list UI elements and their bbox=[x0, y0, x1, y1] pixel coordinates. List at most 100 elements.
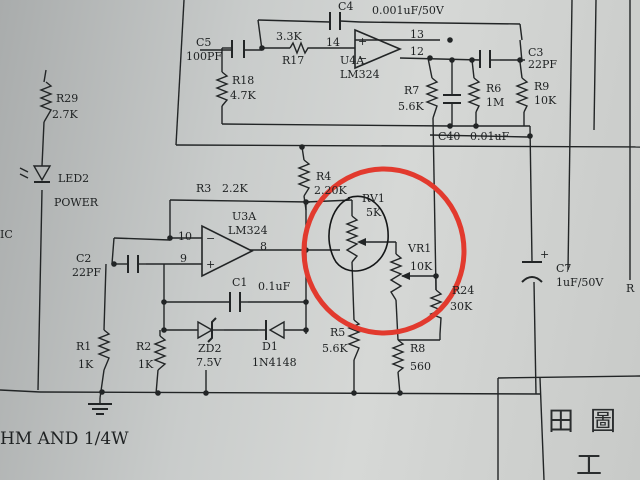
capacitor-c2 bbox=[127, 255, 146, 273]
capacitor-c7: + bbox=[521, 248, 549, 283]
junction-dots bbox=[99, 37, 533, 396]
op-amps: + − − + bbox=[201, 28, 403, 278]
potentiometer-vr1 bbox=[389, 253, 403, 301]
label-r4: R4 bbox=[316, 170, 331, 183]
label-rv1: RV1 bbox=[362, 192, 385, 205]
label-vr1: VR1 bbox=[407, 242, 431, 255]
resistor-r1 bbox=[97, 329, 111, 371]
label-c3-value: 22PF bbox=[528, 58, 557, 71]
label-r6: R6 bbox=[486, 82, 501, 95]
label-c40: C40 bbox=[438, 130, 460, 143]
diodes bbox=[19, 165, 285, 343]
capacitor-c5 bbox=[231, 40, 245, 58]
resistor-r8 bbox=[391, 339, 405, 373]
led2-symbol bbox=[19, 165, 52, 183]
label-r1: R1 bbox=[76, 340, 91, 353]
resistor-r4 bbox=[297, 159, 311, 197]
label-r-fragment: R bbox=[626, 282, 635, 295]
capacitor-c40 bbox=[443, 94, 461, 104]
zener-zd2 bbox=[197, 317, 224, 343]
handdrawn-circle-rv1 bbox=[328, 195, 389, 272]
label-pin13: 13 bbox=[410, 28, 424, 41]
label-zd2: ZD2 bbox=[198, 342, 221, 355]
label-u4a: U4A bbox=[340, 54, 365, 67]
capacitor-c4 bbox=[329, 12, 361, 30]
label-r29-value: 2.7K bbox=[52, 108, 78, 121]
label-r8: R8 bbox=[410, 342, 425, 355]
title-block-char-2: 圖 bbox=[590, 407, 616, 437]
label-power: POWER bbox=[54, 196, 99, 209]
label-r29: R29 bbox=[56, 92, 78, 105]
svg-text:+: + bbox=[540, 248, 549, 261]
label-r3: R3 bbox=[196, 182, 211, 195]
svg-text:−: − bbox=[358, 52, 367, 65]
label-c2: C2 bbox=[76, 252, 91, 265]
label-c40-value: 0.01uF bbox=[470, 130, 510, 143]
vr1-wiper-arrow bbox=[401, 272, 410, 280]
resistor-r24 bbox=[429, 289, 443, 335]
label-c3: C3 bbox=[528, 46, 543, 59]
opamp-u3a bbox=[201, 224, 254, 278]
label-r6-value: 1M bbox=[486, 96, 504, 109]
label-pin9: 9 bbox=[180, 252, 187, 265]
title-block-char-1: 田 bbox=[548, 407, 574, 437]
label-ic-fragment: IC bbox=[0, 228, 13, 241]
label-rv1-value: 5K bbox=[366, 206, 382, 219]
svg-text:−: − bbox=[206, 232, 215, 245]
footer-note: HM AND 1/4W bbox=[0, 429, 129, 449]
label-r17-value: 3.3K bbox=[276, 30, 302, 43]
label-c5-value: 100PF bbox=[186, 50, 222, 63]
label-r3-value: 2.2K bbox=[222, 182, 248, 195]
label-c2-value: 22PF bbox=[72, 266, 101, 279]
label-zd2-value: 7.5V bbox=[196, 356, 222, 369]
label-r2: R2 bbox=[136, 340, 151, 353]
label-r24-value: 30K bbox=[450, 300, 473, 313]
label-r2-value: 1K bbox=[138, 358, 154, 371]
label-d1-value: 1N4148 bbox=[252, 356, 297, 369]
capacitor-c3 bbox=[479, 50, 500, 68]
label-r9: R9 bbox=[534, 80, 549, 93]
label-u3a: U3A bbox=[232, 210, 257, 223]
label-c1-value: 0.1uF bbox=[258, 280, 291, 293]
potentiometer-rv1 bbox=[345, 215, 359, 263]
opamp-u4a bbox=[354, 28, 403, 70]
label-c1: C1 bbox=[232, 276, 247, 289]
label-r1-value: 1K bbox=[78, 358, 94, 371]
resistor-r18 bbox=[215, 71, 229, 107]
label-r24: R24 bbox=[452, 284, 474, 297]
capacitors: + bbox=[127, 12, 549, 312]
label-pin14: 14 bbox=[326, 36, 340, 49]
label-r5: R5 bbox=[330, 326, 345, 339]
label-pin10: 10 bbox=[178, 230, 192, 243]
label-r4-value: 2.20K bbox=[314, 184, 347, 197]
resistor-r17 bbox=[289, 41, 310, 55]
resistor-r29 bbox=[39, 81, 53, 123]
label-d1: D1 bbox=[262, 340, 278, 353]
label-r18: R18 bbox=[232, 74, 254, 87]
label-r18-value: 4.7K bbox=[230, 89, 256, 102]
resistors bbox=[39, 41, 529, 373]
label-pin12: 12 bbox=[410, 45, 424, 58]
resistor-r7 bbox=[425, 77, 439, 119]
resistor-r6 bbox=[467, 77, 481, 113]
label-c4-value: 0.001uF/50V bbox=[372, 4, 445, 17]
resistor-r2 bbox=[153, 335, 167, 371]
label-c7-value: 1uF/50V bbox=[556, 276, 604, 289]
rv1-wiper-arrow bbox=[357, 238, 366, 246]
label-r7-value: 5.6K bbox=[398, 100, 424, 113]
red-annotation-circle bbox=[301, 166, 467, 336]
label-c4: C4 bbox=[338, 0, 353, 13]
svg-text:+: + bbox=[206, 258, 215, 271]
label-r7: R7 bbox=[404, 84, 419, 97]
label-r17: R17 bbox=[282, 54, 304, 67]
diode-d1 bbox=[258, 320, 285, 340]
title-block-char-3: 工 bbox=[576, 451, 602, 480]
label-r5-value: 5.6K bbox=[322, 342, 348, 355]
label-led2: LED2 bbox=[58, 172, 89, 185]
capacitor-c1 bbox=[229, 292, 248, 312]
label-lm324-mid: LM324 bbox=[228, 224, 268, 237]
label-pin8: 8 bbox=[260, 240, 267, 253]
